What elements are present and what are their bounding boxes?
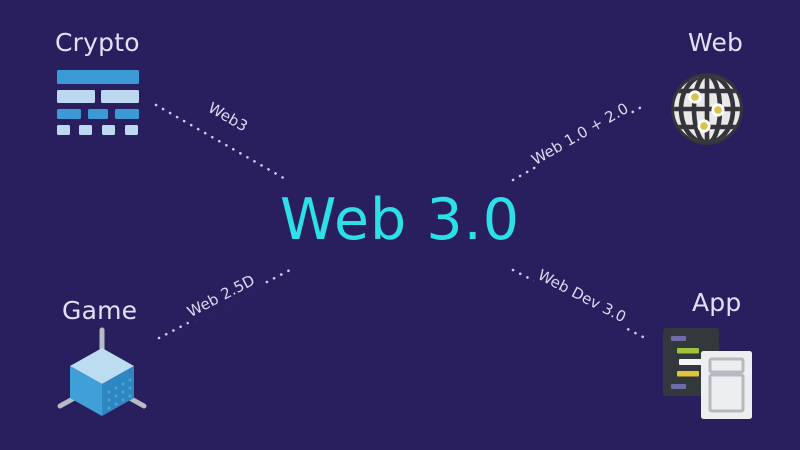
web-dotted-line [511,103,647,182]
blockchain-blocks-icon [57,70,139,135]
connector-label-game: Web 2.5D [184,271,258,321]
game-dotted-line [157,268,292,340]
node-label-game: Game [62,296,138,325]
web-label-backdrop [527,98,633,171]
connector-web: Web 1.0 + 2.0 [511,98,647,182]
game-label-backdrop [180,269,263,324]
connector-label-web: Web 1.0 + 2.0 [528,99,631,169]
node-label-app: App [692,288,742,317]
web-icon-group[interactable] [668,70,746,148]
connector-label-crypto: Web3 [205,99,251,136]
connector-crypto: Web3 [154,96,289,182]
app-icon-group[interactable] [663,328,753,420]
isometric-cube-icon [57,327,147,416]
connector-app: Web Dev 3.0 [511,264,647,340]
code-editor-window-icon [663,328,752,419]
page-title: Web 3.0 [279,187,521,253]
game-icon-group[interactable] [52,326,152,422]
node-label-crypto: Crypto [55,28,140,57]
globe-icon [671,73,743,145]
app-label-backdrop [533,264,631,328]
crypto-icon-group[interactable] [55,70,141,138]
connector-game: Web 2.5D [157,268,292,340]
globe-location-dots [688,90,725,133]
app-dotted-line [511,268,647,340]
node-label-web: Web [688,28,744,57]
crypto-dotted-line [154,103,289,182]
crypto-label-backdrop [200,96,256,139]
connector-label-app: Web Dev 3.0 [535,266,629,327]
